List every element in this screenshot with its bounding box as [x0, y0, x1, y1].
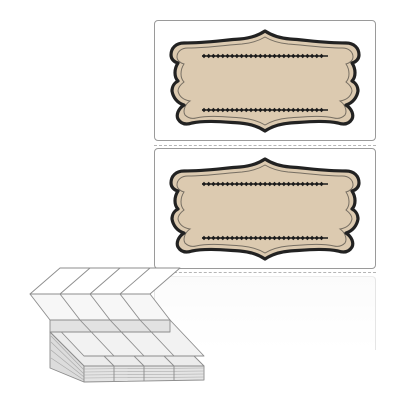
bead-diamond	[300, 235, 305, 241]
bead-diamond	[253, 181, 258, 187]
bead-diamond	[300, 107, 305, 113]
bead-diamond	[281, 53, 287, 59]
bead-diamond	[300, 53, 305, 59]
bead-diamond	[211, 53, 216, 59]
decorative-bottom-border	[201, 107, 328, 113]
bead-diamond	[319, 53, 324, 59]
bead-diamond	[309, 107, 315, 113]
bead-diamond	[267, 53, 272, 59]
bead-diamond	[234, 107, 240, 113]
bead-diamond	[277, 53, 282, 59]
bead-diamond	[239, 53, 244, 59]
bead-diamond	[295, 53, 301, 59]
bead-diamond	[239, 107, 244, 113]
frame-inner-outline	[176, 164, 354, 254]
bead-diamond	[277, 107, 282, 113]
bead-diamond	[244, 235, 249, 241]
bead-diamond	[215, 53, 221, 59]
bead-diamond	[220, 235, 225, 241]
bead-diamond	[319, 235, 324, 241]
ornate-scroll-frame-icon	[169, 29, 361, 133]
bead-diamond	[291, 181, 296, 187]
bead-diamond	[291, 53, 296, 59]
bead-diamond	[286, 107, 291, 113]
bead-diamond	[314, 107, 319, 113]
bead-diamond	[314, 181, 319, 187]
bead-diamond	[244, 181, 249, 187]
bead-diamond	[234, 53, 240, 59]
bead-diamond	[258, 181, 263, 187]
bead-diamond	[230, 181, 235, 187]
bead-diamond	[220, 107, 225, 113]
bead-diamond	[258, 53, 263, 59]
bead-diamond	[215, 107, 221, 113]
bead-diamond	[281, 181, 287, 187]
bead-diamond	[206, 53, 211, 59]
fanfold-label-stack-icon	[29, 267, 205, 383]
frame-outline	[169, 29, 361, 133]
perforation-line-1	[154, 145, 376, 146]
bead-diamond	[319, 107, 324, 113]
bead-diamond	[220, 53, 225, 59]
bead-diamond	[253, 235, 258, 241]
bead-diamond	[305, 53, 310, 59]
bead-diamond	[277, 181, 282, 187]
bead-diamond	[295, 181, 301, 187]
bead-diamond	[253, 53, 258, 59]
bead-diamond	[314, 235, 319, 241]
bead-diamond	[291, 235, 296, 241]
bead-diamond	[244, 107, 249, 113]
bead-diamond	[215, 235, 221, 241]
fold-sheet-middle	[49, 319, 205, 357]
bead-diamond	[286, 181, 291, 187]
bead-diamond	[305, 107, 310, 113]
bead-diamond	[319, 181, 324, 187]
bead-diamond	[286, 235, 291, 241]
frame-outline	[169, 157, 361, 261]
bead-diamond	[258, 235, 263, 241]
bead-diamond	[272, 107, 277, 113]
ornate-scroll-frame-icon	[169, 157, 361, 261]
bead-diamond	[295, 107, 301, 113]
bead-diamond	[314, 53, 319, 59]
bead-diamond	[262, 107, 268, 113]
bead-diamond	[267, 107, 272, 113]
bead-diamond	[206, 235, 211, 241]
bead-diamond	[262, 235, 268, 241]
bead-diamond	[230, 53, 235, 59]
bead-diamond	[272, 235, 277, 241]
bead-diamond	[262, 53, 268, 59]
frame-inner-outline	[176, 36, 354, 126]
bead-diamond	[267, 235, 272, 241]
bead-diamond	[272, 53, 277, 59]
label-card-3-faded	[154, 276, 376, 350]
bead-diamond	[277, 235, 282, 241]
bead-diamond	[295, 235, 301, 241]
bead-diamond	[272, 181, 277, 187]
bead-diamond	[220, 181, 225, 187]
fold-sheet-top	[29, 267, 181, 295]
bead-diamond	[300, 181, 305, 187]
bead-diamond	[211, 107, 216, 113]
bead-diamond	[258, 107, 263, 113]
perforation-line-2	[154, 272, 376, 273]
bead-diamond	[309, 53, 315, 59]
bead-diamond	[211, 235, 216, 241]
bead-diamond	[291, 107, 296, 113]
bead-diamond	[230, 107, 235, 113]
bead-diamond	[230, 235, 235, 241]
fold-sheet-rising	[29, 293, 171, 321]
bead-diamond	[206, 181, 211, 187]
bead-diamond	[286, 53, 291, 59]
bead-diamond	[253, 107, 258, 113]
bead-diamond	[206, 107, 211, 113]
bead-diamond	[262, 181, 268, 187]
bead-diamond	[281, 107, 287, 113]
bead-diamond	[281, 235, 287, 241]
bead-diamond	[244, 53, 249, 59]
bead-diamond	[267, 181, 272, 187]
bottom-bead-row	[201, 107, 324, 113]
